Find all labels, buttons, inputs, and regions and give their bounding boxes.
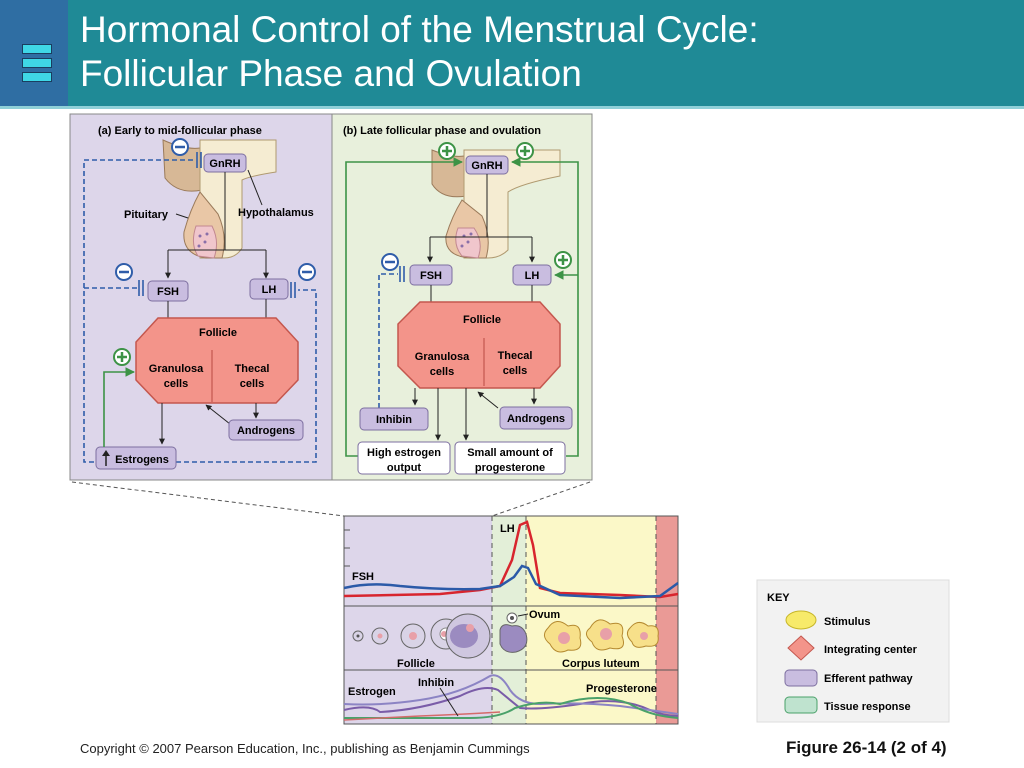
key-integrating-label: Integrating center — [824, 644, 918, 656]
fsh-label-b: FSH — [420, 270, 442, 282]
fsh-graph-label: FSH — [352, 571, 374, 583]
follicle-graph-label: Follicle — [397, 658, 435, 670]
high-estrogen-label-2: output — [387, 462, 422, 474]
pituitary-label-a: Pituitary — [124, 209, 169, 221]
small-progesterone-label-1: Small amount of — [467, 447, 553, 459]
follicle-label-a: Follicle — [199, 327, 237, 339]
thecal-label-a-2: cells — [240, 378, 264, 390]
estrogens-box-a — [95, 446, 177, 470]
androgens-label-a: Androgens — [237, 425, 295, 437]
minus-icon — [115, 263, 133, 281]
thecal-label-a-1: Thecal — [235, 363, 270, 375]
granulosa-label-a-1: Granulosa — [149, 363, 204, 375]
lh-graph-label: LH — [500, 523, 515, 535]
small-progesterone-box — [454, 441, 566, 475]
minus-icon — [381, 253, 399, 271]
plus-icon — [554, 251, 572, 269]
key-stimulus-swatch — [785, 610, 817, 630]
key-title: KEY — [767, 592, 790, 604]
progesterone-graph-label: Progesterone — [586, 683, 657, 695]
title-line-2: Follicular Phase and Ovulation — [80, 53, 582, 94]
lh-label-a: LH — [262, 284, 277, 296]
title-line-1: Hormonal Control of the Menstrual Cycle: — [80, 9, 759, 50]
menu-icon — [22, 44, 52, 86]
minus-icon — [171, 138, 189, 156]
follicle-octagon-b — [397, 301, 561, 389]
high-estrogen-box — [357, 441, 451, 475]
plus-icon — [516, 142, 534, 160]
progesterone-curve — [344, 697, 679, 719]
up-arrow-icon — [102, 450, 110, 466]
hypothalamus-label-a: Hypothalamus — [238, 207, 314, 219]
gnrh-label-a: GnRH — [209, 158, 240, 170]
thecal-label-b-2: cells — [503, 365, 527, 377]
key-tissue-swatch — [784, 696, 818, 714]
inhibin-curve — [343, 674, 679, 715]
androgens-box-b — [499, 406, 573, 430]
header-divider — [0, 106, 1024, 109]
key-stimulus-label: Stimulus — [824, 616, 870, 628]
corpus-luteum-label: Corpus luteum — [562, 658, 640, 670]
inhibin-label-b: Inhibin — [376, 414, 412, 426]
thecal-label-b-1: Thecal — [498, 350, 533, 362]
slide-title: Hormonal Control of the Menstrual Cycle:… — [80, 8, 759, 96]
minus-icon — [298, 263, 316, 281]
fsh-curve — [343, 564, 679, 600]
key-efferent-label: Efferent pathway — [824, 673, 914, 685]
estrogens-label-a: Estrogens — [115, 454, 169, 466]
figure-number: Figure 26-14 (2 of 4) — [786, 738, 947, 757]
panel-b-label: (b) Late follicular phase and ovulation — [343, 125, 541, 137]
key-tissue-label: Tissue response — [824, 701, 911, 713]
androgens-label-b: Androgens — [507, 413, 565, 425]
inhibin-box-b — [359, 407, 429, 431]
copyright-text: Copyright © 2007 Pearson Education, Inc.… — [80, 741, 530, 756]
follicle-stages — [352, 612, 659, 659]
granulosa-label-b-1: Granulosa — [415, 351, 470, 363]
lh-label-b: LH — [525, 270, 540, 282]
high-estrogen-label-1: High estrogen — [367, 447, 441, 459]
key-integrating-swatch — [787, 635, 815, 661]
androgens-box-a — [228, 419, 304, 441]
estrogen-graph-label: Estrogen — [348, 686, 396, 698]
panel-a-label: (a) Early to mid-follicular phase — [98, 125, 262, 137]
estrogen-curve — [343, 687, 679, 717]
fsh-label-a: FSH — [157, 286, 179, 298]
small-progesterone-label-2: progesterone — [475, 462, 545, 474]
granulosa-label-a-2: cells — [164, 378, 188, 390]
plus-icon — [113, 348, 131, 366]
lh-box-a — [249, 278, 289, 300]
key-efferent-swatch — [784, 669, 818, 687]
granulosa-label-b-2: cells — [430, 366, 454, 378]
follicle-octagon-a — [135, 317, 299, 404]
gnrh-label-b: GnRH — [471, 160, 502, 172]
inhibin-graph-label: Inhibin — [418, 677, 454, 689]
ovum-label: Ovum — [529, 609, 560, 621]
follicle-label-b: Follicle — [463, 314, 501, 326]
plus-icon — [438, 142, 456, 160]
slide-header: Hormonal Control of the Menstrual Cycle:… — [0, 0, 1024, 106]
